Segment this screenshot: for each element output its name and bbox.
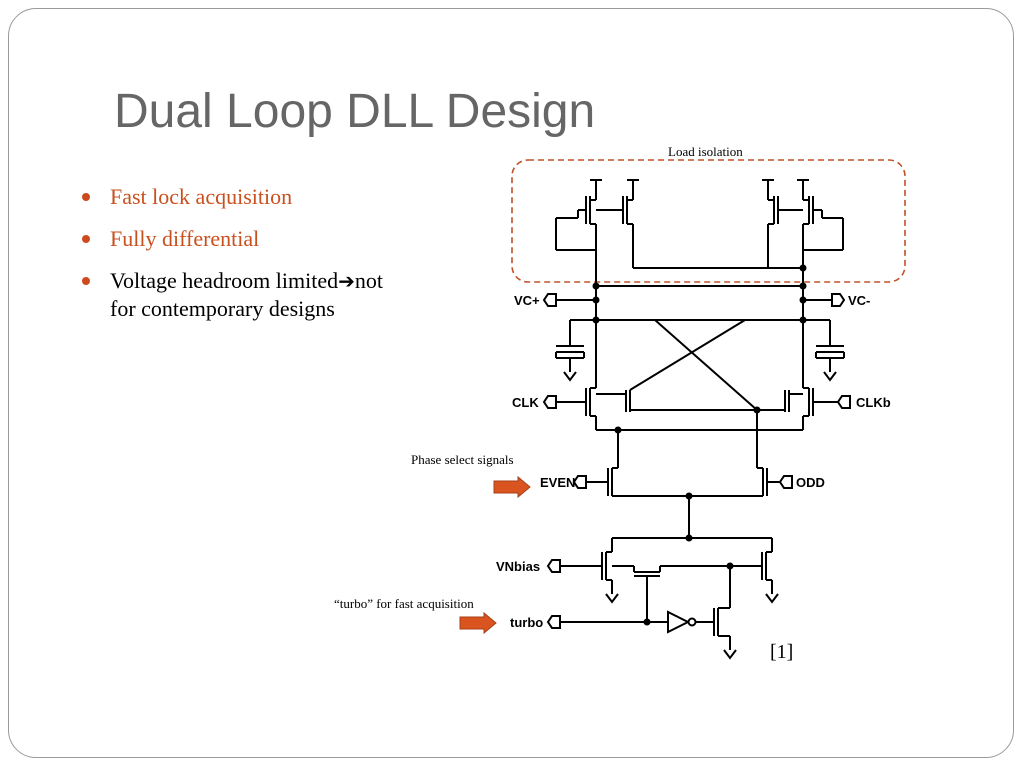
turbo-arrow-icon [459,611,497,635]
pin-vnbias: VNbias [496,559,540,574]
pin-vc-plus: VC+ [514,293,540,308]
slide-title: Dual Loop DLL Design [114,85,596,138]
pin-even: EVEN [540,475,575,490]
load-isolation-label: Load isolation [668,144,743,159]
input-ports [542,293,851,629]
pin-clkb: CLKb [856,395,891,410]
pin-turbo: turbo [510,615,543,630]
junction-dots [592,264,807,626]
phase-select-arrow-icon [493,475,531,499]
bullet-list: Fast lock acquisition Fully differential… [80,183,460,337]
bullet-dot-icon [82,277,90,285]
slide-frame [8,8,1014,758]
bullet-text: Fully differential [110,226,260,251]
right-arrow-icon: ➔ [338,269,355,293]
bullet-text: Fast lock acquisition [110,184,293,209]
bullet-text-line2: for contemporary designs [110,296,335,321]
load-isolation-box [511,159,906,283]
bullet-fast-lock: Fast lock acquisition [80,183,460,211]
pin-clk: CLK [512,395,539,410]
phase-select-label: Phase select signals [411,452,514,467]
bullet-dot-icon [82,235,90,243]
bullet-text-after: not [354,268,383,293]
bullet-dot-icon [82,193,90,201]
circuit-wires [555,179,845,660]
pin-odd: ODD [796,475,825,490]
bullet-text-before: Voltage headroom limited [110,268,339,293]
pin-vc-minus: VC- [848,293,870,308]
bullet-voltage-headroom: Voltage headroom limited➔not for contemp… [80,267,460,323]
citation: [1] [770,641,794,663]
bullet-fully-differential: Fully differential [80,225,460,253]
turbo-note-label: “turbo” for fast acquisition [334,596,474,611]
